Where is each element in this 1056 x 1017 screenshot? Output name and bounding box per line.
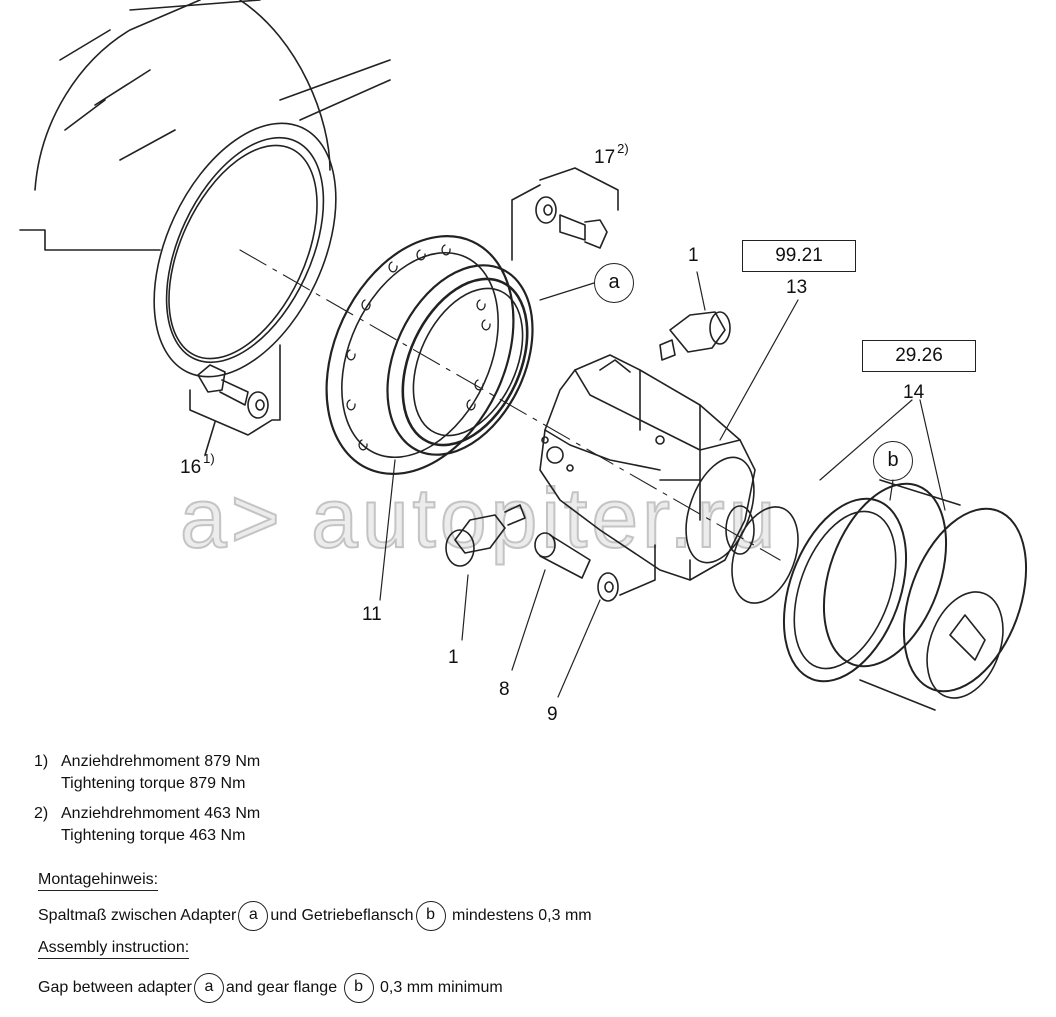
note-2-en: Tightening torque 463 Nm (61, 827, 246, 844)
drum-housing (19, 0, 391, 378)
callout-a-inline: a (193, 973, 224, 1003)
part-label-14: 14 (903, 382, 925, 403)
part-label-9: 9 (547, 704, 558, 725)
assembly-heading-de: Montagehinweis: (38, 871, 159, 891)
exploded-view-drawing (19, 0, 1028, 711)
part-label-13: 13 (786, 277, 808, 298)
reference-box-14: 29.26 (862, 340, 976, 372)
text: 0,3 mm minimum (380, 979, 503, 997)
footnote-ref: 1) (203, 451, 215, 466)
note-text-de: Anziehdrehmoment 879 Nm (61, 753, 261, 770)
fitting-top (659, 311, 731, 361)
part-number: 17 (594, 147, 616, 168)
note-2: 2) Anziehdrehmoment 463 Nm (34, 805, 260, 823)
hydraulic-motor (539, 354, 799, 604)
gear-hub (782, 479, 1028, 711)
part-label-1-bottom: 1 (448, 647, 459, 668)
footnote-ref: 2) (617, 141, 629, 156)
text: Gap between adapter (38, 979, 192, 997)
note-number: 1) (34, 753, 49, 770)
reference-box-13: 99.21 (742, 240, 856, 272)
part-number: 16 (180, 457, 202, 478)
callout-b-inline: b (343, 973, 374, 1003)
bolt-17 (511, 167, 619, 261)
callout-b: b (873, 441, 913, 481)
callout-a-inline: a (238, 901, 269, 931)
washer-9 (597, 544, 656, 602)
note-number: 2) (34, 805, 49, 822)
bolt-16 (189, 344, 281, 456)
text: and gear flange (225, 979, 338, 997)
leader-lines (379, 271, 946, 698)
fitting-bottom (445, 504, 526, 567)
text: Spaltmaß zwischen Adapter (38, 907, 237, 925)
text: und Getriebeflansch (270, 907, 414, 925)
callout-b-inline: b (415, 901, 446, 931)
note-text-de: Anziehdrehmoment 463 Nm (61, 805, 261, 822)
adapter-ring (325, 235, 534, 475)
callout-a: a (594, 263, 634, 303)
part-label-1-top: 1 (688, 245, 699, 266)
heading-text: Assembly instruction: (38, 939, 190, 959)
bolt-8 (534, 532, 591, 579)
heading-text: Montagehinweis: (38, 871, 159, 891)
assembly-heading-en: Assembly instruction: (38, 939, 190, 959)
part-label-11: 11 (362, 604, 382, 625)
note-1: 1) Anziehdrehmoment 879 Nm (34, 753, 260, 771)
text: mindestens 0,3 mm (451, 907, 592, 925)
part-label-8: 8 (499, 679, 510, 700)
note-1-en: Tightening torque 879 Nm (61, 775, 246, 792)
